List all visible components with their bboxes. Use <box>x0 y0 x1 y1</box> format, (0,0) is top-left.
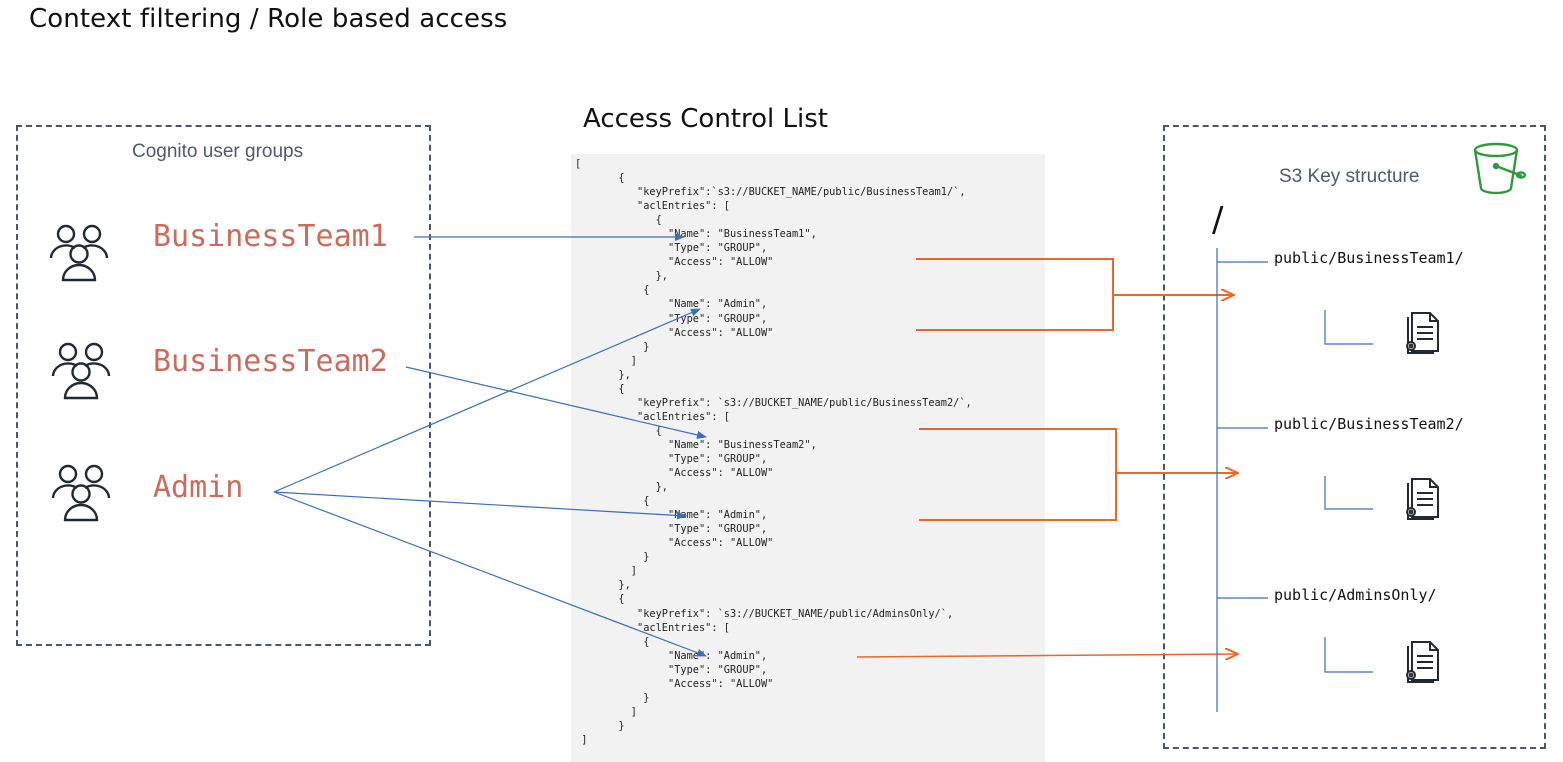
s3-tree-leaf-2 <box>1324 476 1373 510</box>
orange-arrow-adminsonly <box>856 654 1238 657</box>
s3-tree-leaf-3 <box>1324 637 1373 673</box>
users-icon <box>51 342 111 400</box>
document-gear-icon <box>1406 478 1439 520</box>
acl-title: Access Control List <box>583 104 828 134</box>
s3-root-slash: / <box>1212 200 1224 240</box>
s3-path-adminsonly: public/AdminsOnly/ <box>1274 586 1437 604</box>
group-name-admin: Admin <box>153 470 244 505</box>
document-gear-icon <box>1406 312 1439 354</box>
s3-key-structure-container <box>1163 125 1546 749</box>
s3-path-businessteam1: public/BusinessTeam1/ <box>1274 249 1464 267</box>
users-icon <box>49 224 109 282</box>
document-gear-icon <box>1406 641 1439 683</box>
arrow-admin-to-acl-2 <box>273 491 687 520</box>
s3-tree-leaf-1 <box>1324 310 1373 345</box>
group-name-businessteam2: BusinessTeam2 <box>153 344 388 379</box>
cognito-groups-label: Cognito user groups <box>132 141 304 162</box>
s3-bucket-icon <box>1473 142 1527 195</box>
s3-key-structure-label: S3 Key structure <box>1279 166 1420 187</box>
arrow-admin-to-acl-1 <box>273 308 701 493</box>
acl-json-code: [ { "keyPrefix":`s3://BUCKET_NAME/public… <box>575 158 972 746</box>
users-icon <box>51 464 111 522</box>
arrow-businessteam2-to-acl <box>405 366 707 439</box>
group-name-businessteam1: BusinessTeam1 <box>153 219 388 254</box>
orange-bracket-businessteam1 <box>916 258 1114 331</box>
cognito-groups-container <box>16 125 431 646</box>
s3-path-businessteam2: public/BusinessTeam2/ <box>1274 415 1464 433</box>
page-title: Context filtering / Role based access <box>29 4 508 34</box>
orange-bracket-businessteam2 <box>919 428 1117 521</box>
acl-code-panel <box>571 154 1045 762</box>
arrow-admin-to-acl-3 <box>273 491 707 657</box>
